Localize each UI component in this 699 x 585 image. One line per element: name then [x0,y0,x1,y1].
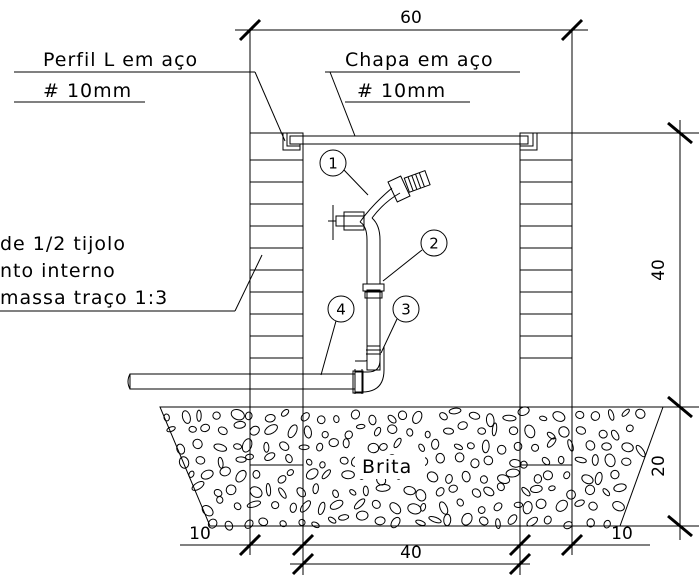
dimension-top-width: 60 [235,8,588,133]
gravel-pebbles [163,406,646,531]
svg-text:# 10mm: # 10mm [357,80,446,102]
dimension-bottom: 10 40 10 [180,465,650,576]
svg-text:10: 10 [611,524,633,544]
label-perfil-l: Perfil L em aço # 10mm [14,49,286,142]
horizontal-pipe [127,345,385,394]
svg-text:# 10mm: # 10mm [43,80,132,102]
steel-cover-plate [282,133,538,151]
dimension-right-height: 40 20 [572,120,699,540]
svg-text:20: 20 [649,455,669,477]
svg-text:de 1/2 tijolo: de 1/2 tijolo [0,233,126,255]
callout-3: 3 [380,295,420,354]
left-brick-wall [249,132,304,466]
svg-text:2: 2 [429,235,439,253]
svg-text:40: 40 [400,543,422,563]
svg-text:10: 10 [189,524,211,544]
callout-1: 1 [319,149,369,196]
gravel-base [159,406,664,531]
svg-text:1: 1 [328,155,338,173]
vertical-riser [359,217,385,371]
svg-text:40: 40 [649,259,669,281]
svg-text:Chapa em aço: Chapa em aço [345,49,494,71]
svg-text:4: 4 [336,301,346,319]
right-brick-wall [519,132,573,466]
svg-text:massa traço 1:3: massa traço 1:3 [0,287,168,309]
svg-text:60: 60 [400,8,422,28]
label-brita: Brita [362,456,412,478]
valve-tap [328,170,431,240]
label-chapa: Chapa em aço # 10mm [325,49,520,137]
label-wall: de 1/2 tijolo nto interno massa traço 1:… [0,233,263,312]
callout-2: 2 [382,229,448,282]
svg-text:3: 3 [401,301,411,319]
callout-4: 4 [320,295,355,376]
svg-text:nto interno: nto interno [0,260,116,282]
svg-text:Perfil L em aço: Perfil L em aço [43,49,198,71]
